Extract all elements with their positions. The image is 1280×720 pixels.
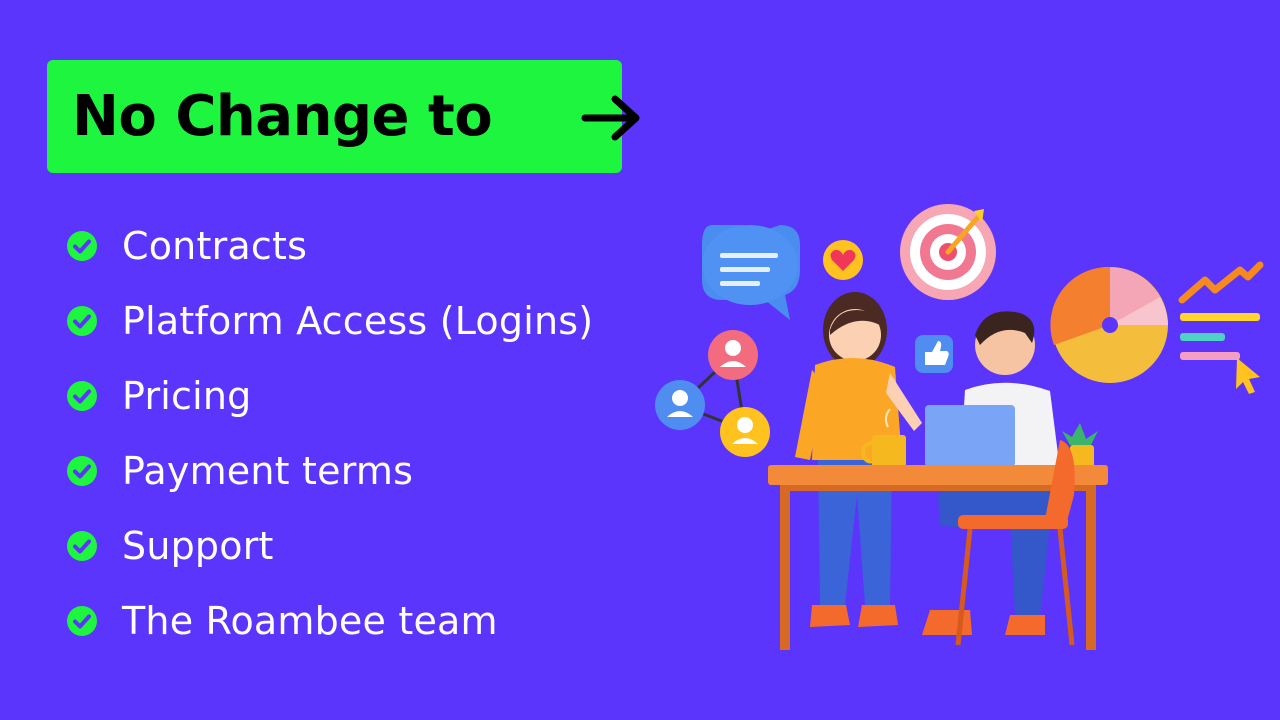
laptop-icon — [920, 405, 1030, 471]
pie-chart-icon — [1050, 266, 1168, 383]
list-item-label: Payment terms — [122, 448, 414, 493]
list-item: Payment terms — [66, 433, 593, 508]
arrow-right-icon — [581, 95, 640, 141]
thumbs-up-icon — [915, 335, 953, 373]
heart-icon — [823, 240, 863, 280]
list-item-label: The Roambee team — [122, 598, 498, 643]
network-avatars-icon — [655, 330, 770, 457]
heading-banner: No Change to — [47, 60, 640, 173]
check-circle-icon — [67, 605, 97, 636]
desk — [768, 465, 1108, 650]
trend-line-icon — [1178, 261, 1264, 394]
check-circle-icon — [67, 530, 97, 561]
speech-bubble-icon — [702, 225, 800, 320]
check-circle-icon — [67, 380, 97, 411]
banner-title: No Change to — [72, 84, 493, 149]
list-item-label: Pricing — [122, 373, 252, 418]
check-circle-icon — [67, 230, 97, 261]
chair — [955, 440, 1075, 646]
list-item: Platform Access (Logins) — [66, 283, 593, 358]
list-item-label: Support — [122, 523, 274, 568]
team-working-illustration — [655, 204, 1264, 650]
list-item-label: Contracts — [122, 223, 308, 268]
mug-icon — [861, 408, 906, 467]
check-circle-icon — [67, 305, 97, 336]
list-item: The Roambee team — [66, 583, 593, 658]
woman-figure — [795, 292, 922, 627]
check-circle-icon — [67, 455, 97, 486]
list-item: Support — [66, 508, 593, 583]
plant-icon — [1062, 423, 1098, 469]
list-item: Pricing — [66, 358, 593, 433]
checklist: Contracts Platform Access (Logins) Prici… — [66, 208, 593, 658]
list-item: Contracts — [66, 208, 593, 283]
target-icon — [900, 204, 996, 300]
list-item-label: Platform Access (Logins) — [122, 298, 594, 343]
